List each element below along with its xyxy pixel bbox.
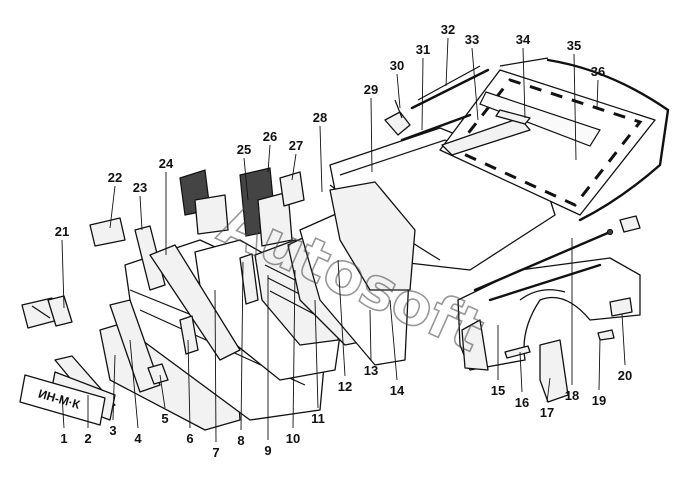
side-marker-light [609,297,633,317]
callout-29: 29 [364,82,378,97]
callout-23: 23 [133,180,147,195]
fog-light-lens [47,295,73,327]
callout-16: 16 [515,395,529,410]
callout-22: 22 [108,170,122,185]
callout-25: 25 [237,142,251,157]
callout-32: 32 [441,22,455,37]
callout-19: 19 [592,393,606,408]
callout-13: 13 [364,363,378,378]
fender-reinforcement-rod [473,228,614,292]
callout-17: 17 [540,405,554,420]
leader-lines [61,37,626,443]
callout-33: 33 [465,32,479,47]
callout-12: 12 [338,379,352,394]
callout-27: 27 [289,138,303,153]
hood-seal-strip [488,263,602,302]
callout-10: 10 [286,431,300,446]
callout-28: 28 [313,110,327,125]
windshield-molding [479,91,601,147]
bumper-support [179,315,199,355]
mud-flap [539,339,569,403]
fender-liner [461,319,489,371]
callout-20: 20 [618,368,632,383]
callout-14: 14 [390,383,405,398]
front-fender [457,257,641,371]
callout-4: 4 [134,431,142,446]
callout-31: 31 [416,42,430,57]
bumper-bracket [134,225,166,291]
callout-5: 5 [161,411,168,426]
cowl-panel [441,117,531,156]
callout-2: 2 [84,431,91,446]
callout-3: 3 [109,423,116,438]
wiper-blade [410,65,490,110]
fender-molding [504,345,531,359]
callout-8: 8 [237,433,244,448]
callout-30: 30 [390,58,404,73]
wiper-arm [400,113,472,142]
wiper-linkage [495,109,531,125]
callout-labels: 1 2 3 4 5 6 7 8 9 10 11 12 13 14 15 16 1… [55,22,632,460]
callout-11: 11 [311,411,325,426]
callout-6: 6 [186,431,193,446]
callout-26: 26 [263,129,277,144]
radiator-support [329,181,416,291]
fender-clip [619,215,641,233]
callout-15: 15 [491,383,505,398]
callout-21: 21 [55,224,69,239]
front-trim-strip [239,253,259,305]
bumper-bracket-left [89,217,126,247]
callout-36: 36 [591,64,605,79]
windshield-seal [499,57,670,222]
wiper-motor-bracket [384,99,411,136]
callout-35: 35 [567,38,581,53]
callout-18: 18 [565,388,579,403]
callout-34: 34 [516,32,531,47]
tow-hook-cover [109,299,161,393]
headlight-left [179,169,229,235]
callout-9: 9 [264,443,271,458]
callout-1: 1 [60,431,67,446]
bumper-strip [147,363,169,385]
callout-7: 7 [212,445,219,460]
callout-24: 24 [159,156,174,171]
side-repeater [597,329,615,341]
spoiler [149,244,241,361]
